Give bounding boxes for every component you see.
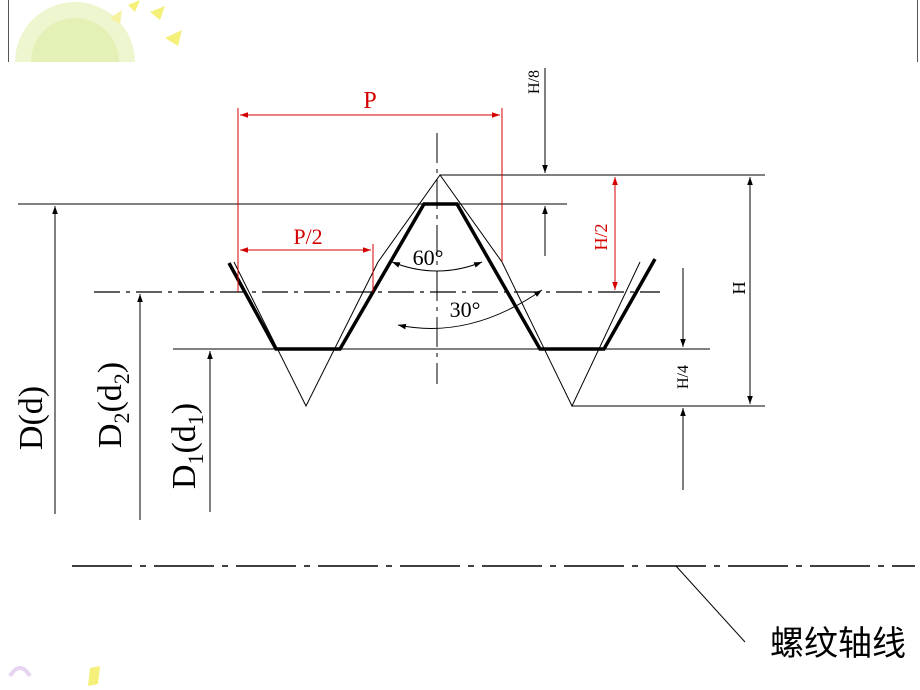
- minor-diameter-label: D1(d1): [166, 403, 208, 489]
- pitch-dimension: [237, 108, 503, 292]
- angle-60-label: 60°: [413, 245, 444, 270]
- h4-label: H/4: [675, 365, 692, 389]
- h8-label: H/8: [526, 70, 543, 94]
- corner-decoration-icon: [8, 666, 100, 686]
- angle-60-arc: [391, 261, 483, 272]
- axis-leader-line: [675, 565, 746, 643]
- angle-30-label: 30°: [450, 297, 481, 322]
- h-label: H: [729, 282, 749, 295]
- pitch-label: P: [363, 88, 376, 114]
- h2-label: H/2: [591, 224, 611, 251]
- pitch-diameter-label: D2(d2): [92, 362, 134, 448]
- angle-30-arc: [397, 289, 543, 330]
- half-pitch-label: P/2: [293, 224, 322, 249]
- major-diameter-label: D(d): [13, 386, 50, 450]
- thread-axis-label: 螺纹轴线: [770, 625, 906, 663]
